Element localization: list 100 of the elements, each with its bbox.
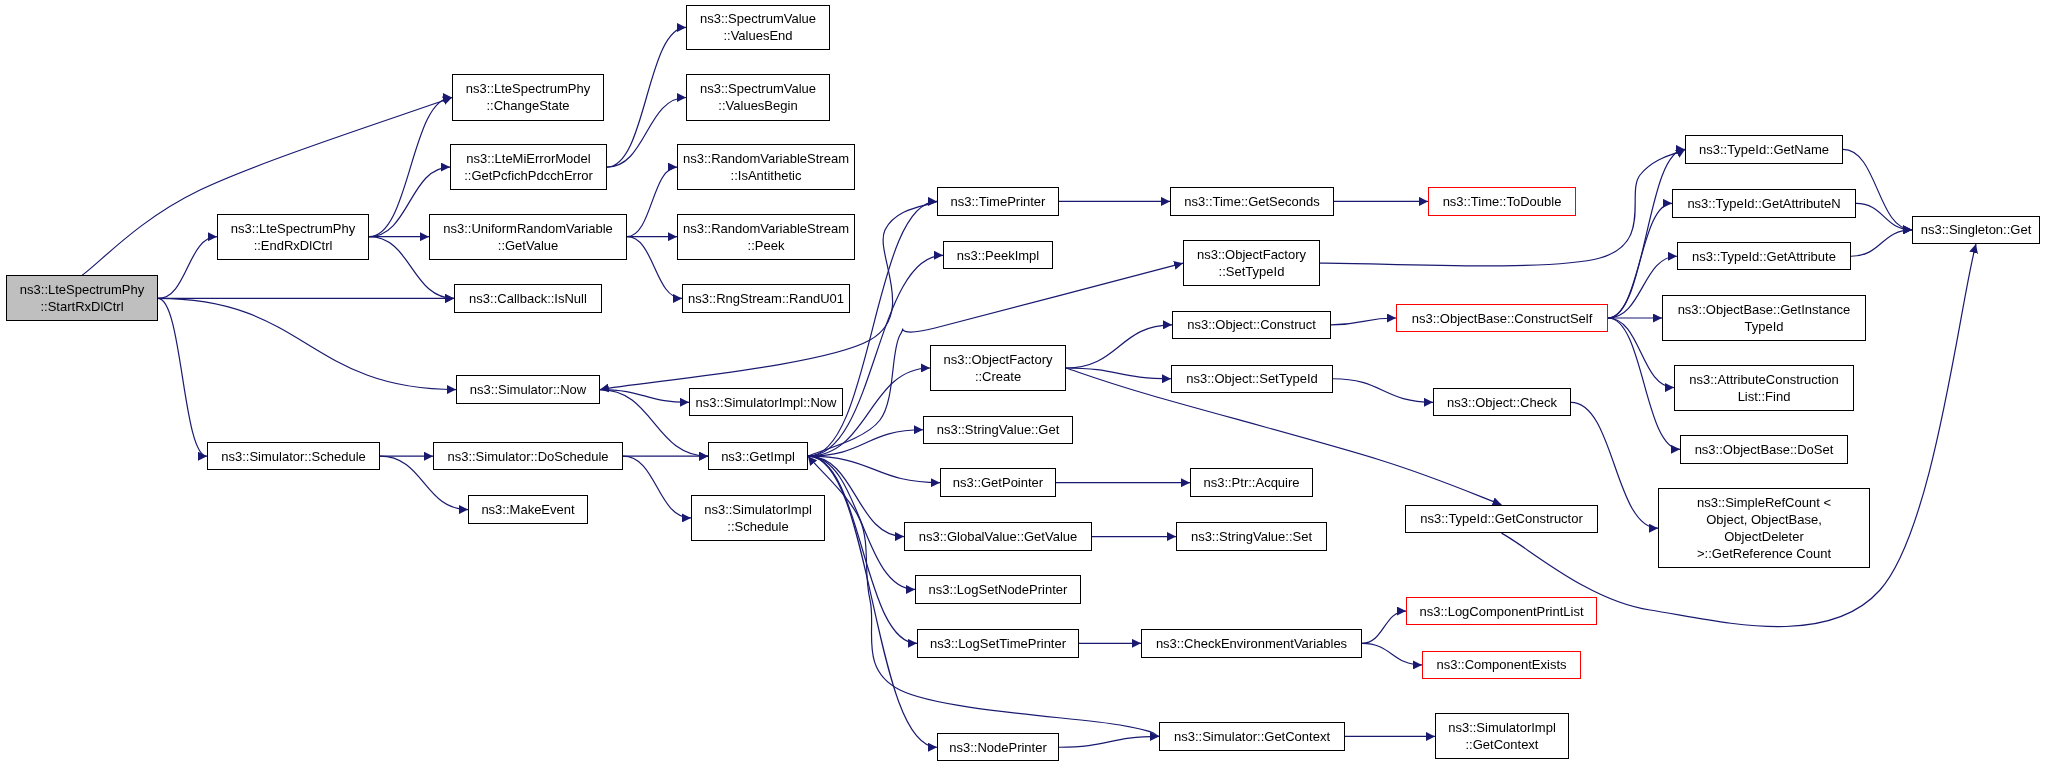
function-name: ns3::Time::ToDouble bbox=[1442, 192, 1562, 210]
function-box bbox=[1183, 240, 1320, 287]
function-box bbox=[689, 388, 843, 417]
function-box bbox=[1405, 504, 1598, 534]
function-box bbox=[6, 275, 158, 322]
arrow bbox=[1570, 401, 1659, 531]
function-box bbox=[1674, 364, 1854, 411]
function-box bbox=[1141, 629, 1362, 658]
function-box bbox=[691, 494, 825, 541]
arrow bbox=[807, 455, 1160, 738]
function-name: ns3::TimePrinter bbox=[950, 192, 1046, 210]
arrow bbox=[1091, 532, 1177, 542]
function-name: ns3::MakeEvent bbox=[481, 501, 575, 519]
function-box bbox=[915, 575, 1081, 604]
function-name: ns3::ObjectBase::ConstructSelf bbox=[1411, 309, 1593, 327]
function-box bbox=[686, 74, 830, 121]
function-name: ns3::Object::SetTypeId bbox=[1186, 370, 1318, 388]
function-box bbox=[1170, 187, 1334, 216]
function-box bbox=[917, 629, 1079, 658]
arrow bbox=[807, 455, 938, 749]
function-box bbox=[1677, 242, 1851, 271]
function-name: ns3::StringValue::Set bbox=[1190, 528, 1313, 546]
function-box bbox=[686, 4, 830, 50]
function-name: ns3::LogSetNodePrinter bbox=[928, 580, 1068, 598]
function-box bbox=[1176, 522, 1327, 551]
function-name: ns3::SimulatorImpl ::Schedule bbox=[703, 500, 813, 535]
arrow bbox=[157, 233, 218, 299]
function-box bbox=[1658, 488, 1870, 569]
function-name: ns3::TypeId::GetAttribute bbox=[1692, 247, 1836, 265]
function-name: ns3::Simulator::Schedule bbox=[221, 447, 366, 465]
function-name: ns3::TypeId::GetAttributeN bbox=[1687, 194, 1841, 212]
function-box bbox=[677, 213, 855, 260]
function-box bbox=[1159, 722, 1345, 751]
function-name: ns3::RandomVariableStream ::IsAntithetic bbox=[682, 150, 850, 185]
function-box bbox=[943, 241, 1053, 270]
function-box bbox=[456, 375, 600, 404]
function-name: ns3::LteSpectrumPhy ::EndRxDlCtrl bbox=[229, 219, 357, 254]
function-name: ns3::ObjectFactory ::SetTypeId bbox=[1195, 246, 1308, 281]
function-name: ns3::Simulator::Now bbox=[469, 381, 587, 399]
function-name: ns3::GetPointer bbox=[952, 474, 1044, 492]
function-name: ns3::SimpleRefCount < Object, ObjectBase, ObjectDeleter >::GetReference Count bbox=[1695, 494, 1833, 563]
function-box bbox=[937, 187, 1059, 216]
arrow bbox=[81, 96, 453, 276]
arrow bbox=[368, 236, 455, 302]
function-name: ns3::StringValue::Get bbox=[936, 421, 1060, 439]
arrow bbox=[1078, 638, 1142, 648]
function-name: ns3::GlobalValue::GetValue bbox=[918, 528, 1078, 546]
function-name: ns3::ObjectFactory ::Create bbox=[942, 350, 1054, 385]
function-name: ns3::AttributeConstruction List::Find bbox=[1688, 370, 1840, 405]
function-box bbox=[904, 522, 1092, 551]
function-box bbox=[450, 144, 607, 191]
function-box bbox=[1428, 187, 1576, 216]
function-name: ns3::ObjectBase::DoSet bbox=[1694, 440, 1834, 458]
function-box bbox=[468, 494, 588, 525]
arrow bbox=[1058, 732, 1160, 748]
function-name: ns3::RngStream::RandU01 bbox=[687, 289, 845, 307]
function-name: ns3::LteMiErrorModel ::GetPcfichPdcchError bbox=[463, 150, 594, 185]
function-name: ns3::Simulator::DoSchedule bbox=[447, 447, 609, 465]
arrow bbox=[1607, 317, 1681, 451]
arrow bbox=[1319, 148, 1686, 267]
function-box bbox=[217, 213, 369, 260]
function-name: ns3::TypeId::GetName bbox=[1698, 140, 1830, 158]
arrow bbox=[626, 236, 683, 302]
function-box bbox=[682, 284, 850, 313]
function-box bbox=[1672, 189, 1856, 218]
function-box bbox=[937, 733, 1059, 762]
function-box bbox=[930, 344, 1066, 391]
function-box bbox=[454, 284, 602, 313]
arrow bbox=[1333, 196, 1429, 206]
function-box bbox=[433, 441, 623, 471]
function-name: ns3::LogComponentPrintList bbox=[1419, 602, 1584, 620]
function-name: ns3::LteSpectrumPhy ::StartRxDlCtrl bbox=[18, 281, 146, 316]
function-box bbox=[1662, 294, 1866, 341]
function-box bbox=[1172, 310, 1331, 340]
function-name: ns3::CheckEnvironmentVariables bbox=[1155, 634, 1348, 652]
arrow bbox=[379, 455, 469, 514]
arrow bbox=[606, 94, 687, 168]
function-name: ns3::PeekImpl bbox=[956, 246, 1040, 264]
function-name: ns3::Object::Construct bbox=[1187, 316, 1316, 334]
function-name: ns3::ComponentExists bbox=[1436, 656, 1567, 674]
arrow bbox=[807, 261, 1184, 457]
function-box bbox=[1433, 388, 1571, 417]
function-box bbox=[1406, 596, 1597, 626]
function-name: ns3::Time::GetSeconds bbox=[1184, 192, 1320, 210]
arrow bbox=[622, 455, 692, 521]
function-name: ns3::Simulator::GetContext bbox=[1173, 727, 1331, 745]
function-box bbox=[429, 213, 627, 260]
function-name: ns3::GetImpl bbox=[721, 447, 795, 465]
function-box bbox=[1912, 215, 2040, 244]
function-box bbox=[1422, 650, 1581, 680]
function-name: ns3::SpectrumValue ::ValuesBegin bbox=[698, 80, 818, 115]
arrow bbox=[1332, 378, 1434, 407]
function-name: ns3::SimulatorImpl::Now bbox=[695, 393, 837, 411]
arrow bbox=[1065, 367, 1503, 506]
arrow bbox=[1850, 226, 1913, 257]
function-name: ns3::RandomVariableStream ::Peek bbox=[682, 219, 850, 254]
function-box bbox=[1680, 435, 1848, 464]
function-name: ns3::Ptr::Acquire bbox=[1203, 474, 1300, 492]
function-name: ns3::LogSetTimePrinter bbox=[929, 634, 1067, 652]
function-name: ns3::LteSpectrumPhy ::ChangeState bbox=[464, 80, 592, 115]
